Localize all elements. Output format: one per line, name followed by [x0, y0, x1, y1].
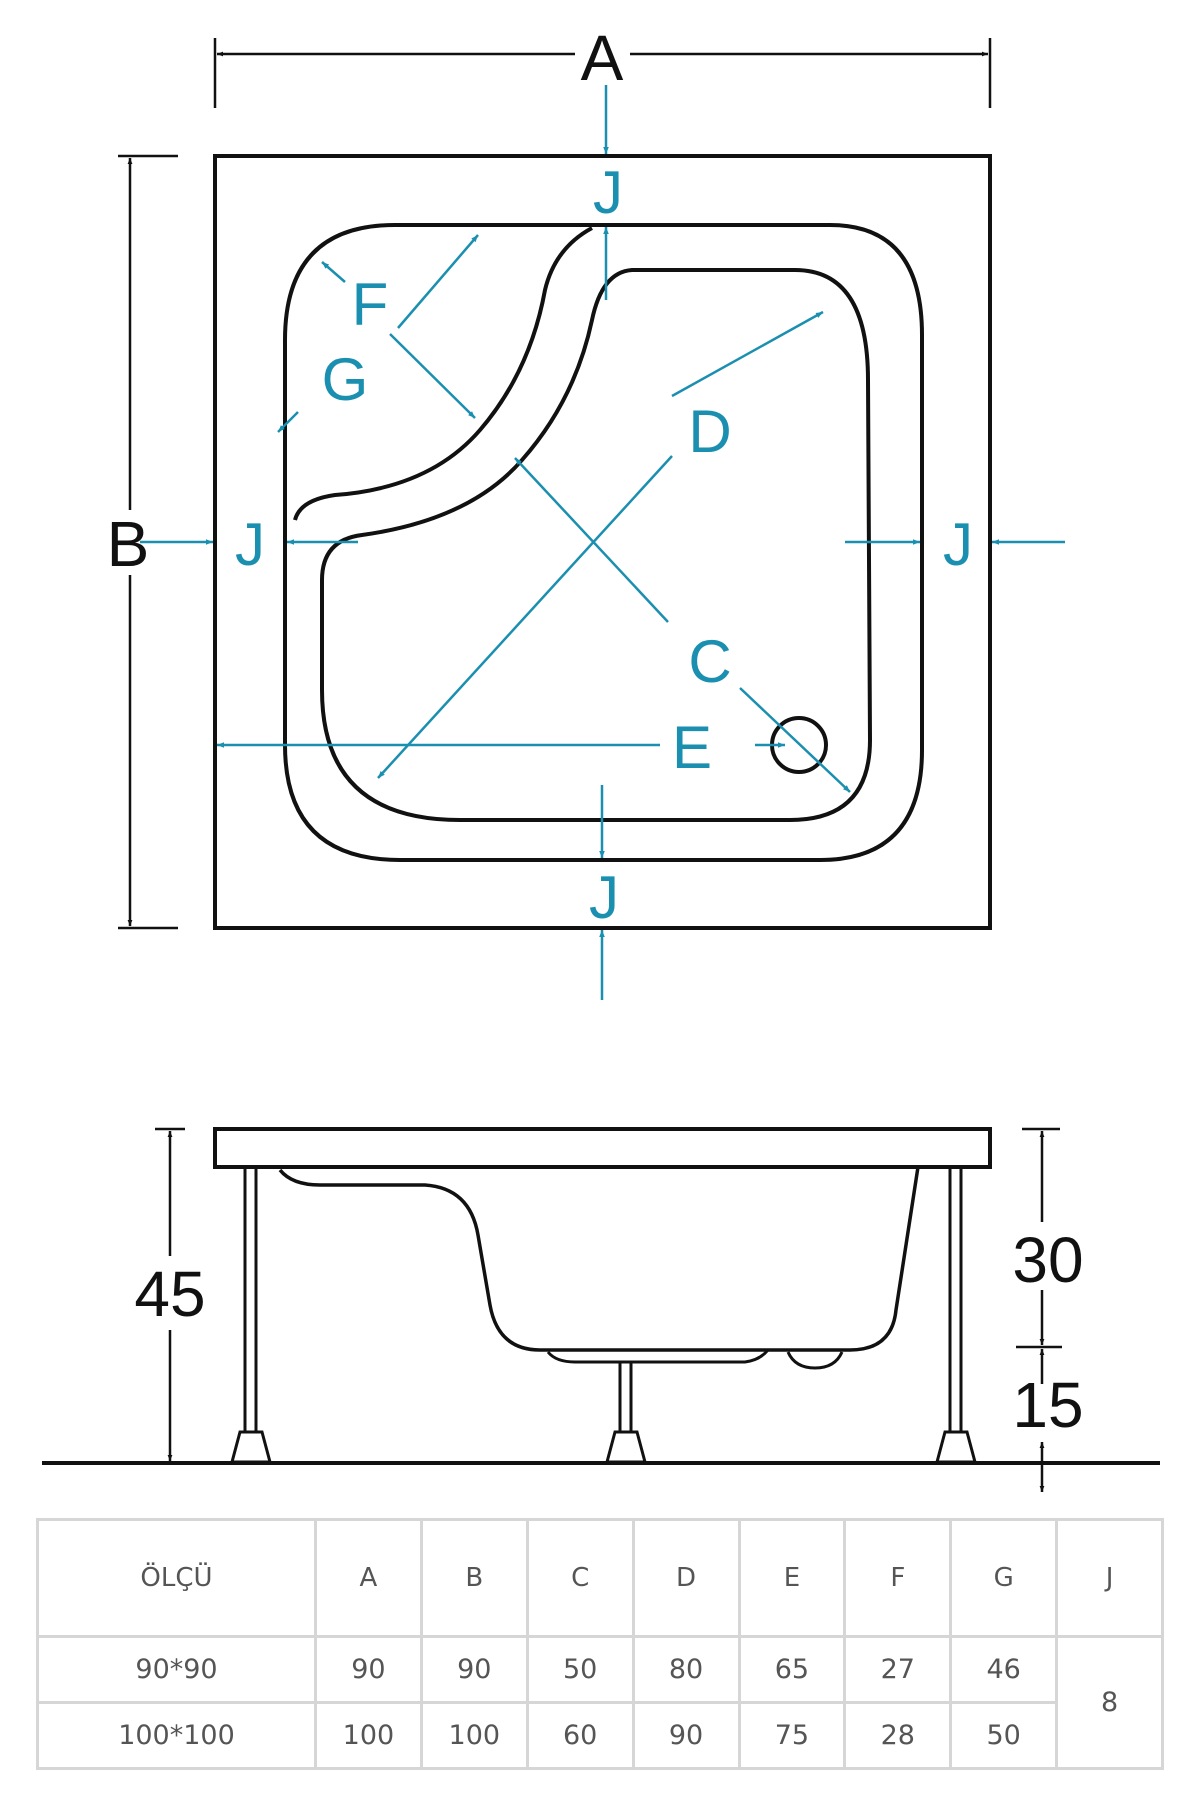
dim-leg-height: 15: [1012, 1369, 1083, 1441]
tray-outer-edge: [213, 154, 992, 930]
side-view: [213, 1127, 992, 1464]
label-d: D: [688, 398, 731, 465]
leg-foot-center: [605, 1430, 647, 1464]
table-cell: 90: [314, 1635, 423, 1704]
header-cell-size: ÖLÇÜ: [36, 1518, 317, 1638]
table-cell: 50: [525, 1635, 635, 1704]
label-j-left: J: [235, 511, 265, 578]
tray-drain-trap: [786, 1351, 844, 1370]
table-cell: 50: [949, 1701, 1059, 1770]
technical-drawing: A B J J J J: [42, 22, 1160, 1492]
table-cell: 90: [631, 1701, 741, 1770]
table-cell: 28: [843, 1701, 953, 1770]
label-e: E: [672, 714, 712, 781]
header-cell-j: J: [1055, 1518, 1164, 1638]
table-cell: 46: [949, 1635, 1059, 1704]
label-g: G: [322, 346, 369, 413]
dim-tray-depth: 30: [1012, 1224, 1083, 1296]
label-c: C: [688, 628, 731, 695]
tray-rim-inner-edge: [283, 223, 924, 862]
dim-b: [118, 154, 178, 930]
header-cell-e: E: [737, 1518, 847, 1638]
label-a: A: [581, 22, 624, 94]
label-j-right: J: [943, 511, 973, 578]
cyan-dimensions: [140, 85, 1065, 1000]
table-header-row: ÖLÇÜ A B C D E F G J: [36, 1518, 1164, 1638]
table-cell: 65: [737, 1635, 847, 1704]
dimension-table: ÖLÇÜ A B C D E F G J 90*90 90 90 50 80 6…: [36, 1518, 1164, 1770]
label-b: B: [107, 508, 150, 580]
label-j-top: J: [593, 159, 623, 226]
tray-top-slab: [213, 1127, 992, 1169]
tray-drain-bump: [546, 1349, 770, 1364]
leg-foot-right: [935, 1430, 977, 1464]
label-j-bottom: J: [589, 864, 619, 931]
table-cell: 100: [314, 1701, 423, 1770]
table-cell: 75: [737, 1701, 847, 1770]
top-view: [213, 154, 992, 930]
leg-foot-left: [230, 1430, 272, 1464]
header-cell-c: C: [525, 1518, 635, 1638]
table-row: 100*100 100 100 60 90 75 28 50: [36, 1701, 1163, 1770]
header-cell-a: A: [314, 1518, 423, 1638]
table-cell: 27: [843, 1635, 953, 1704]
table-cell: 90*90: [36, 1635, 317, 1704]
table-cell: 100*100: [36, 1701, 317, 1770]
table-row: 90*90 90 90 50 80 65 27 46 8: [36, 1635, 1164, 1770]
header-cell-g: G: [949, 1518, 1059, 1638]
table-cell: 100: [419, 1701, 529, 1770]
tray-basin-profile: [278, 1166, 920, 1352]
header-cell-d: D: [631, 1518, 741, 1638]
label-f: F: [352, 271, 389, 338]
table-cell: 80: [631, 1635, 741, 1704]
header-cell-b: B: [419, 1518, 529, 1638]
dim-total-height: 45: [134, 1258, 205, 1330]
table-cell: 60: [525, 1701, 635, 1770]
tray-basin-outline: [320, 268, 873, 822]
side-dimensions: [155, 1127, 1062, 1492]
table-cell-j-value: 8: [1055, 1635, 1164, 1770]
table-cell: 90: [419, 1635, 529, 1704]
header-cell-f: F: [843, 1518, 953, 1638]
dim-a: [213, 38, 992, 108]
seat-inner-curve: [293, 226, 593, 521]
